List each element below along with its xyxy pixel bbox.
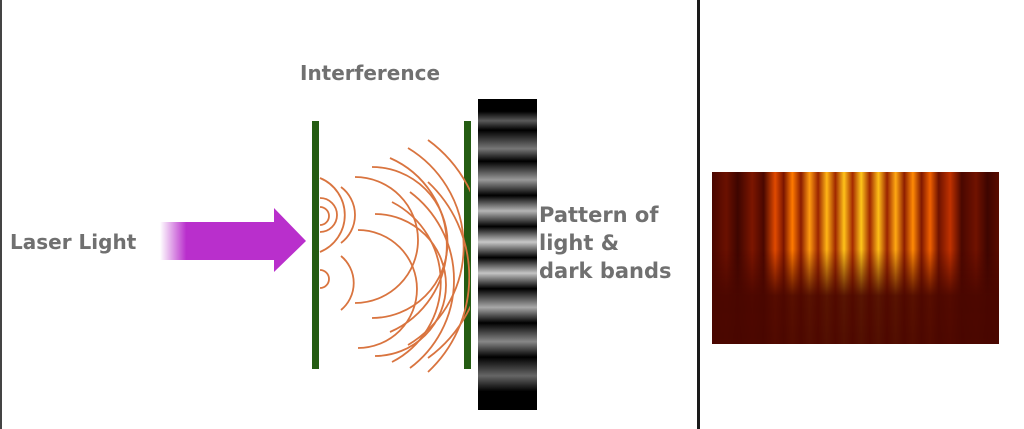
wavefront-arcs	[319, 139, 470, 373]
pattern-label-line-3: dark bands	[539, 259, 672, 283]
pattern-label-line-2: light &	[539, 231, 620, 255]
top-slit-wavefronts	[319, 177, 346, 253]
left-border	[0, 0, 2, 429]
fringe-photo-image	[712, 172, 999, 344]
interference-title: Interference	[300, 61, 441, 85]
laser-light-label: Laser Light	[10, 230, 137, 254]
pattern-label-line-1: Pattern of	[539, 203, 659, 227]
pattern-label: Pattern of light & dark bands	[539, 201, 672, 285]
laser-arrow-icon	[160, 208, 306, 272]
panel-divider	[697, 0, 700, 429]
wavefronts-icon	[319, 177, 346, 253]
detection-screen	[464, 121, 471, 369]
fringe-strip	[478, 99, 537, 410]
double-slit-barrier	[312, 121, 319, 369]
fringe-photograph	[712, 172, 999, 344]
